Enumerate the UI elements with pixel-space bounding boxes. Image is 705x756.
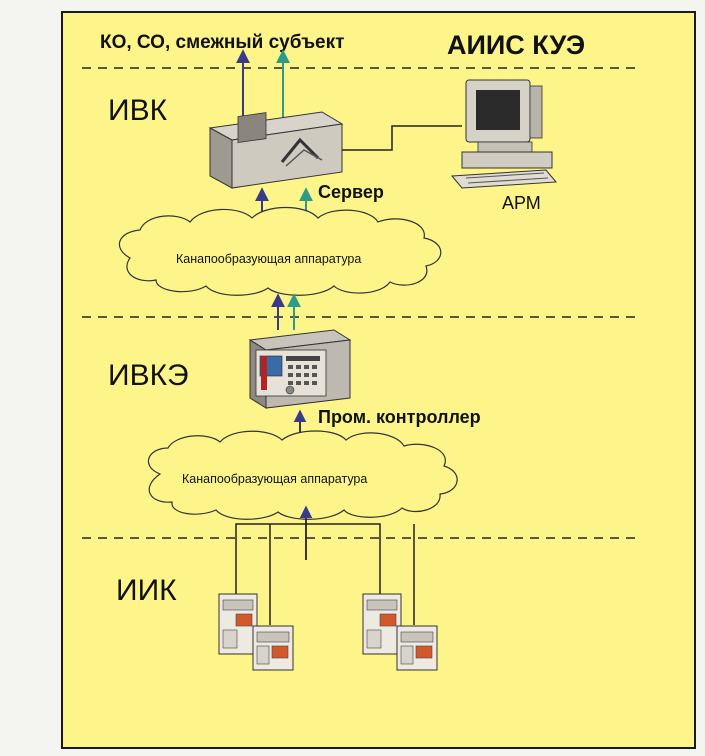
channel-cloud-1: [118, 207, 442, 296]
arm-label: АРМ: [502, 193, 541, 213]
level-label-iik: ИИК: [116, 574, 177, 607]
channel-cloud-2: [147, 430, 458, 520]
channel-label-1: Канапообразующая аппаратура: [176, 252, 361, 266]
controller-label: Пром. контроллер: [318, 407, 481, 427]
controller-icon: [248, 329, 352, 409]
workstation-icon: [450, 79, 558, 189]
level-label-ivk: ИВК: [108, 94, 168, 127]
diagram-title: АИИС КУЭ: [447, 30, 585, 60]
channel-label-2: Канапообразующая аппаратура: [182, 472, 367, 486]
meter-icon: [252, 625, 294, 671]
meter-icon: [396, 625, 438, 671]
level-label-ivke: ИВКЭ: [108, 359, 189, 392]
server-icon: [208, 111, 344, 189]
top-label: КО, СО, смежный субъект: [100, 32, 344, 53]
server-label: Сервер: [318, 182, 384, 202]
server-arm-link: [342, 125, 462, 151]
meter-icon: [218, 593, 258, 655]
meter-icon: [362, 593, 402, 655]
meter-feed-lines: [235, 523, 415, 625]
